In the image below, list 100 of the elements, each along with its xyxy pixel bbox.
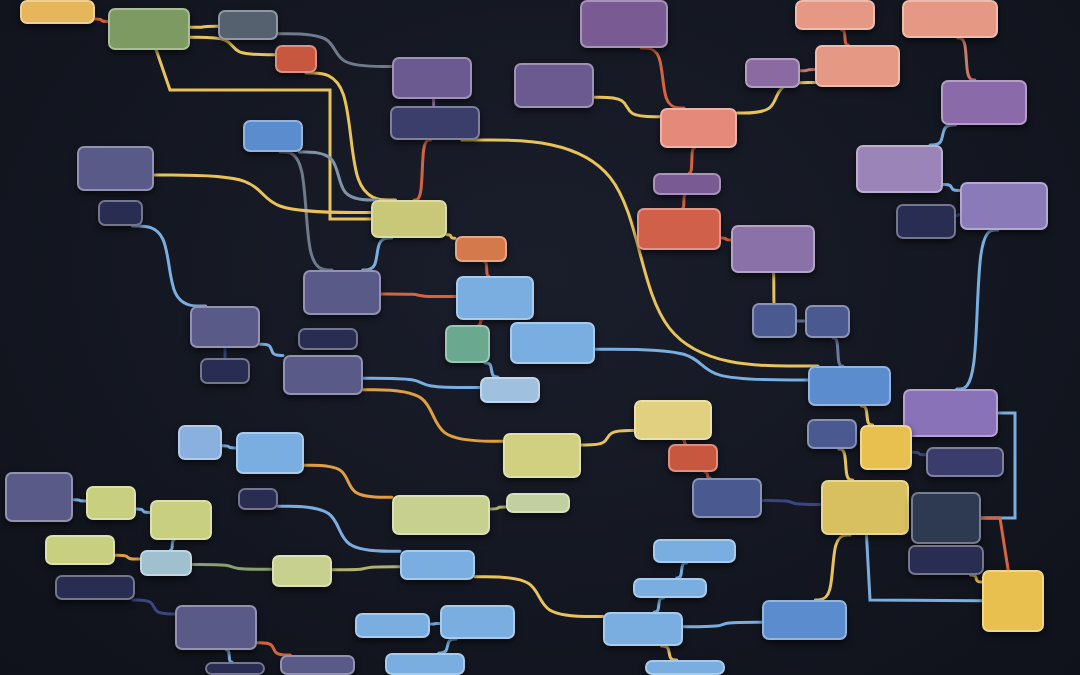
process-box <box>200 358 250 384</box>
connector-line <box>379 292 458 299</box>
process-box <box>896 204 956 239</box>
process-box <box>298 328 358 350</box>
connector-line <box>437 637 458 655</box>
connector-line <box>276 32 394 68</box>
process-box <box>175 605 257 650</box>
connector-line <box>859 404 875 427</box>
process-box <box>190 306 260 348</box>
connector-line <box>941 182 962 192</box>
process-box <box>218 10 278 40</box>
connector-line <box>593 347 810 382</box>
process-box <box>903 389 998 437</box>
process-box <box>55 575 135 600</box>
process-box <box>960 182 1048 230</box>
process-box <box>440 605 515 639</box>
connector-line <box>431 97 436 108</box>
process-box <box>926 447 1004 477</box>
connector-line <box>473 575 605 619</box>
process-box <box>902 0 998 38</box>
connector-line <box>113 553 142 561</box>
process-box <box>86 486 136 520</box>
connector-line <box>154 48 373 221</box>
connector-line <box>134 507 152 514</box>
process-box <box>272 555 332 587</box>
process-box <box>795 0 875 30</box>
process-box <box>385 653 465 675</box>
connector-line <box>131 598 177 616</box>
process-box <box>633 578 707 598</box>
process-box <box>653 173 721 195</box>
connector-line <box>188 35 277 57</box>
process-box <box>455 236 507 262</box>
process-box <box>140 550 192 576</box>
connector-line <box>304 71 398 202</box>
connector-line <box>483 361 500 379</box>
process-box <box>371 200 447 238</box>
process-box <box>692 478 762 518</box>
connector-line <box>130 224 208 308</box>
process-box <box>236 432 304 474</box>
connector-line <box>592 95 662 119</box>
process-box <box>503 433 581 478</box>
connector-line <box>831 336 845 368</box>
process-box <box>731 225 815 273</box>
connector-line <box>220 444 238 450</box>
connector-line <box>840 28 850 47</box>
connector-line <box>445 233 457 240</box>
process-box <box>911 492 981 544</box>
process-box <box>178 425 222 460</box>
connector-line <box>681 193 687 210</box>
process-box <box>243 120 303 152</box>
connector-line <box>813 533 852 602</box>
connector-line <box>169 538 176 552</box>
process-box <box>745 58 800 88</box>
process-box <box>390 106 480 140</box>
connector-line <box>660 644 679 662</box>
process-box <box>275 45 317 73</box>
connector-line <box>735 81 817 115</box>
process-box <box>108 8 190 50</box>
connector-line <box>297 150 380 202</box>
process-box <box>941 80 1027 125</box>
connector-line <box>639 46 686 110</box>
process-box <box>283 355 363 395</box>
process-box <box>634 400 712 440</box>
connector-line <box>719 236 733 242</box>
connector-line <box>865 533 984 603</box>
process-box <box>150 500 212 540</box>
process-box <box>821 480 909 535</box>
process-box <box>510 322 595 364</box>
connector-line <box>928 123 957 147</box>
connector-line <box>330 565 402 572</box>
connector-line <box>675 561 689 580</box>
connector-line <box>954 213 962 218</box>
connector-line <box>760 498 823 506</box>
process-box <box>856 145 943 193</box>
process-box <box>815 45 900 87</box>
process-box <box>20 0 95 24</box>
connector-line <box>910 450 928 457</box>
process-box <box>456 276 534 320</box>
process-box <box>445 325 490 363</box>
process-box <box>280 655 355 675</box>
process-box <box>807 419 857 449</box>
process-box <box>808 366 891 406</box>
process-box <box>392 495 490 535</box>
connector-line <box>188 24 220 29</box>
process-box <box>514 63 594 108</box>
process-box <box>45 535 115 565</box>
process-box <box>762 600 847 640</box>
connector-line <box>258 342 285 357</box>
process-box <box>480 377 540 403</box>
connector-line <box>795 319 807 323</box>
process-box <box>580 0 668 48</box>
process-box <box>400 550 475 580</box>
process-box <box>506 493 570 513</box>
connector-line <box>681 620 764 629</box>
process-box <box>303 270 381 315</box>
connector-line <box>483 260 491 278</box>
connector-line <box>71 498 88 503</box>
process-box <box>205 662 265 675</box>
process-box <box>645 660 725 675</box>
connector-line <box>278 150 334 272</box>
